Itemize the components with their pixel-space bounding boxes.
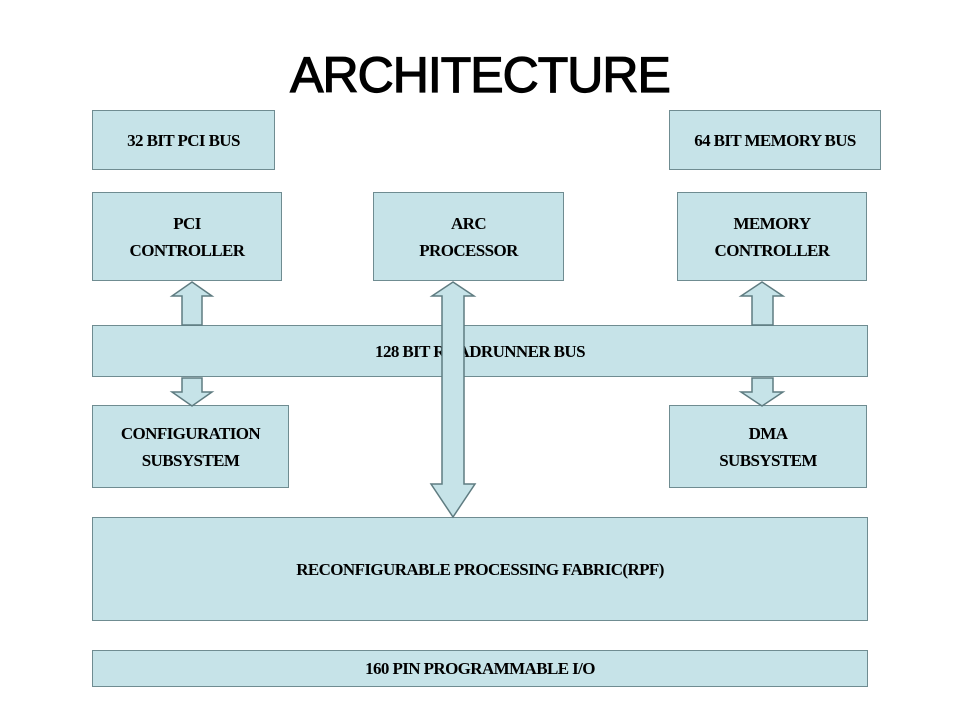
configuration-subsystem-box: CONFIGURATION SUBSYSTEM bbox=[92, 405, 289, 488]
pci-bus-box: 32 BIT PCI BUS bbox=[92, 110, 275, 170]
programmable-io-box: 160 PIN PROGRAMMABLE I/O bbox=[92, 650, 868, 687]
arc-processor-box: ARC PROCESSOR bbox=[373, 192, 564, 281]
memory-controller-bus-arrow bbox=[738, 281, 786, 326]
arc-processor-rpf-arrow bbox=[429, 281, 477, 519]
pci-controller-bus-arrow bbox=[169, 281, 215, 326]
rpf-box: RECONFIGURABLE PROCESSING FABRIC(RPF) bbox=[92, 517, 868, 621]
pci-controller-box: PCI CONTROLLER bbox=[92, 192, 282, 281]
bus-configuration-arrow bbox=[169, 377, 215, 407]
memory-bus-box: 64 BIT MEMORY BUS bbox=[669, 110, 881, 170]
dma-subsystem-box: DMA SUBSYSTEM bbox=[669, 405, 867, 488]
diagram-title: ARCHITECTURE bbox=[290, 46, 672, 103]
bus-dma-arrow bbox=[738, 377, 786, 407]
memory-controller-box: MEMORY CONTROLLER bbox=[677, 192, 867, 281]
